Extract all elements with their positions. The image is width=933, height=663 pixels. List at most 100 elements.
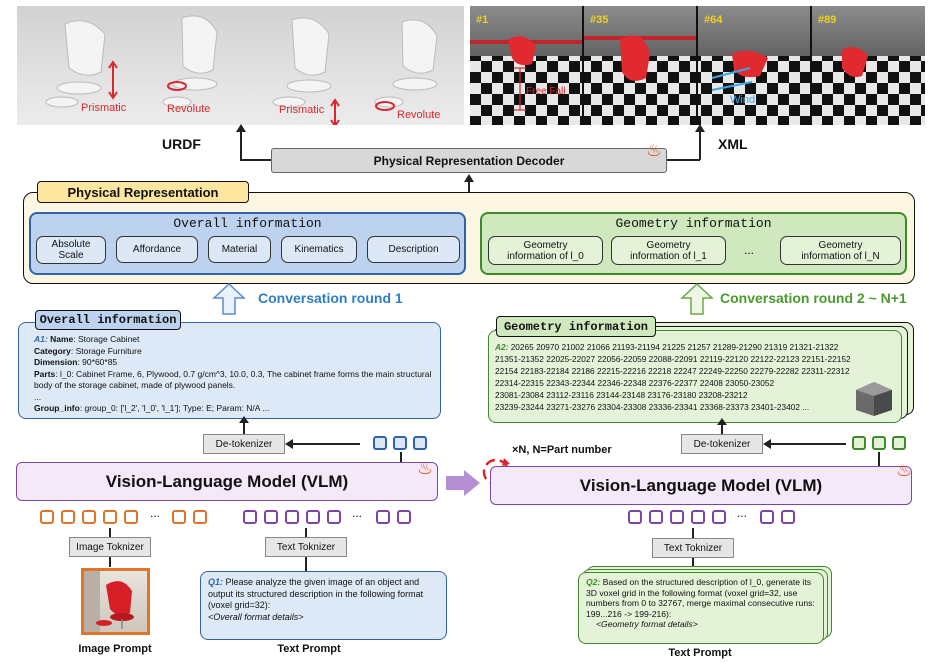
connector-decoder-right-h [666, 159, 700, 161]
name-key: Name [50, 334, 74, 344]
connector-vlm-tokens-right [878, 452, 880, 466]
geometry-line-6: 23239-23244 23271-23276 23304-23308 2333… [495, 402, 810, 412]
name-value: : Storage Cabinet [73, 334, 140, 344]
geometry-card-tab: Geometry information [496, 316, 656, 337]
geometry-line-2: 21351-21352 22025-22027 22056-22059 2208… [495, 354, 851, 364]
output-token-left-2 [393, 436, 407, 450]
physical-representation-title: Physical Representation [37, 181, 249, 203]
text-prompt-right-caption: Text Prompt [668, 647, 732, 659]
q2-detail: <Geometry format details> [596, 619, 698, 630]
chip-geometry-l1-label: Geometry information of l_1 [630, 239, 707, 262]
group-value: : group_0: ['l_2', 'l_0', 'l_1']; Type: … [79, 403, 270, 413]
wind-label: Wind [730, 94, 756, 106]
q2-prompt-box: Q2: Based on the structured description … [578, 572, 824, 644]
output-token-right-2 [872, 436, 886, 450]
text-prompt-left-caption: Text Prompt [277, 643, 341, 655]
fire-icon-vlm-right: ♨ [896, 460, 913, 480]
overall-info-card [18, 322, 441, 419]
dimension-value: : 90*60*85 [77, 357, 118, 367]
fire-icon-decoder: ♨ [646, 140, 663, 160]
image-token-dots: ... [150, 506, 161, 520]
chip-affordance: Affordance [116, 236, 198, 263]
connector-imgtok-up [109, 528, 111, 537]
q2-label: Q2: [586, 577, 601, 587]
round2-up-arrow [680, 282, 714, 315]
q2-text: Based on the structured description of l… [586, 577, 815, 619]
text-token-left-dots: ... [352, 506, 363, 520]
chip-geometry-ln-label: Geometry information of l_N [801, 239, 880, 262]
overall-info-card-text: A1: Name: Storage Cabinet Category: Stor… [34, 334, 432, 415]
geometry-card [488, 330, 902, 423]
overall-dots: ... [34, 391, 42, 402]
physical-representation-decoder: Physical Representation Decoder [271, 148, 667, 173]
vlm-right: Vision-Language Model (VLM) [490, 466, 912, 505]
text-token-left-1 [243, 510, 257, 524]
connector-vlm-tokens-left [400, 452, 402, 462]
output-token-left-3 [413, 436, 427, 450]
chip-geometry-ln: Geometry information of l_N [780, 236, 901, 265]
image-token-7 [193, 510, 207, 524]
text-token-left-6 [376, 510, 390, 524]
sim-frame-2-label: #35 [590, 14, 609, 26]
a1-label: A1: [34, 334, 48, 344]
arrowhead-card-right [717, 418, 727, 425]
connector-decoder-left-v [240, 130, 242, 160]
conversation-round-1: Conversation round 1 [258, 290, 403, 306]
geometry-card-text: A2: 20265 20970 21002 21066 21193-21194 … [495, 341, 897, 413]
image-token-2 [61, 510, 75, 524]
chip-description-label: Description [388, 244, 439, 255]
text-token-left-7 [397, 510, 411, 524]
text-token-right-6 [760, 510, 774, 524]
chip-affordance-label: Affordance [132, 244, 182, 255]
image-prompt-thumbnail [81, 568, 150, 635]
text-token-right-4 [691, 510, 705, 524]
urdf-render-panel: Prismatic Revolute Prismatic Revolute [17, 6, 464, 125]
category-key: Category [34, 345, 71, 356]
chip-material-label: Material [221, 244, 258, 255]
category-value: : Storage Furniture [70, 345, 142, 356]
connector-decoder-left-h [240, 159, 272, 161]
connector-physrep-decoder [468, 182, 470, 192]
text-token-left-5 [327, 510, 341, 524]
connector-q1-txttok [305, 557, 307, 571]
sim-frame-1-label: #1 [476, 14, 489, 26]
urdf-label-4: Revolute [397, 109, 441, 121]
chip-description: Description [367, 236, 460, 263]
image-token-5 [124, 510, 138, 524]
chip-kinematics: Kinematics [281, 236, 357, 263]
text-token-left-3 [285, 510, 299, 524]
text-token-left-4 [306, 510, 320, 524]
free-fall-label: Free Fall [526, 86, 566, 97]
chip-absolute-scale: Absolute Scale [36, 236, 106, 264]
text-tokenizer-left: Text Toknizer [265, 537, 347, 557]
simulation-panel: #1 #35 #64 #89 Free Fall Wind [470, 6, 925, 125]
conversation-round-2: Conversation round 2 ~ N+1 [720, 290, 907, 306]
output-token-right-3 [892, 436, 906, 450]
geometry-line-1: 20265 20970 21002 21066 21193-21194 2122… [510, 342, 839, 352]
sim-frame-4-label: #89 [818, 14, 837, 26]
chip-geometry-l0: Geometry information of l_0 [488, 236, 603, 265]
arrowhead-urdf [236, 124, 246, 132]
a2-label: A2: [495, 342, 509, 352]
urdf-label-3: Prismatic [279, 104, 325, 116]
arrowhead-decoder [464, 174, 474, 182]
round1-up-arrow [212, 282, 246, 315]
de-tokenizer-left: De-tokenizer [203, 434, 285, 454]
xml-caption: XML [718, 136, 748, 152]
q1-text: Please analyze the given image of an obj… [208, 577, 424, 610]
dimension-key: Dimension [34, 357, 78, 367]
connector-txttok-right-up [692, 528, 694, 538]
urdf-label-1: Prismatic [81, 102, 127, 114]
connector-detok-left-up [243, 422, 245, 434]
parts-value: : l_0: Cabinet Frame, 6, Plywood, 0.7 g/… [34, 368, 432, 391]
sim-frame-3-label: #64 [704, 14, 723, 26]
fire-icon-vlm-left: ♨ [417, 458, 434, 478]
parts-key: Parts [34, 368, 56, 379]
part-number-note: ×N, N=Part number [512, 444, 612, 456]
overall-info-card-tab: Overall information [35, 310, 181, 330]
geometry-line-4: 22314-22315 22343-22344 22346-22348 2237… [495, 378, 775, 388]
text-token-right-5 [712, 510, 726, 524]
chair-renders [45, 15, 438, 125]
chip-material: Material [208, 236, 271, 263]
red-chair-icon [84, 571, 134, 632]
